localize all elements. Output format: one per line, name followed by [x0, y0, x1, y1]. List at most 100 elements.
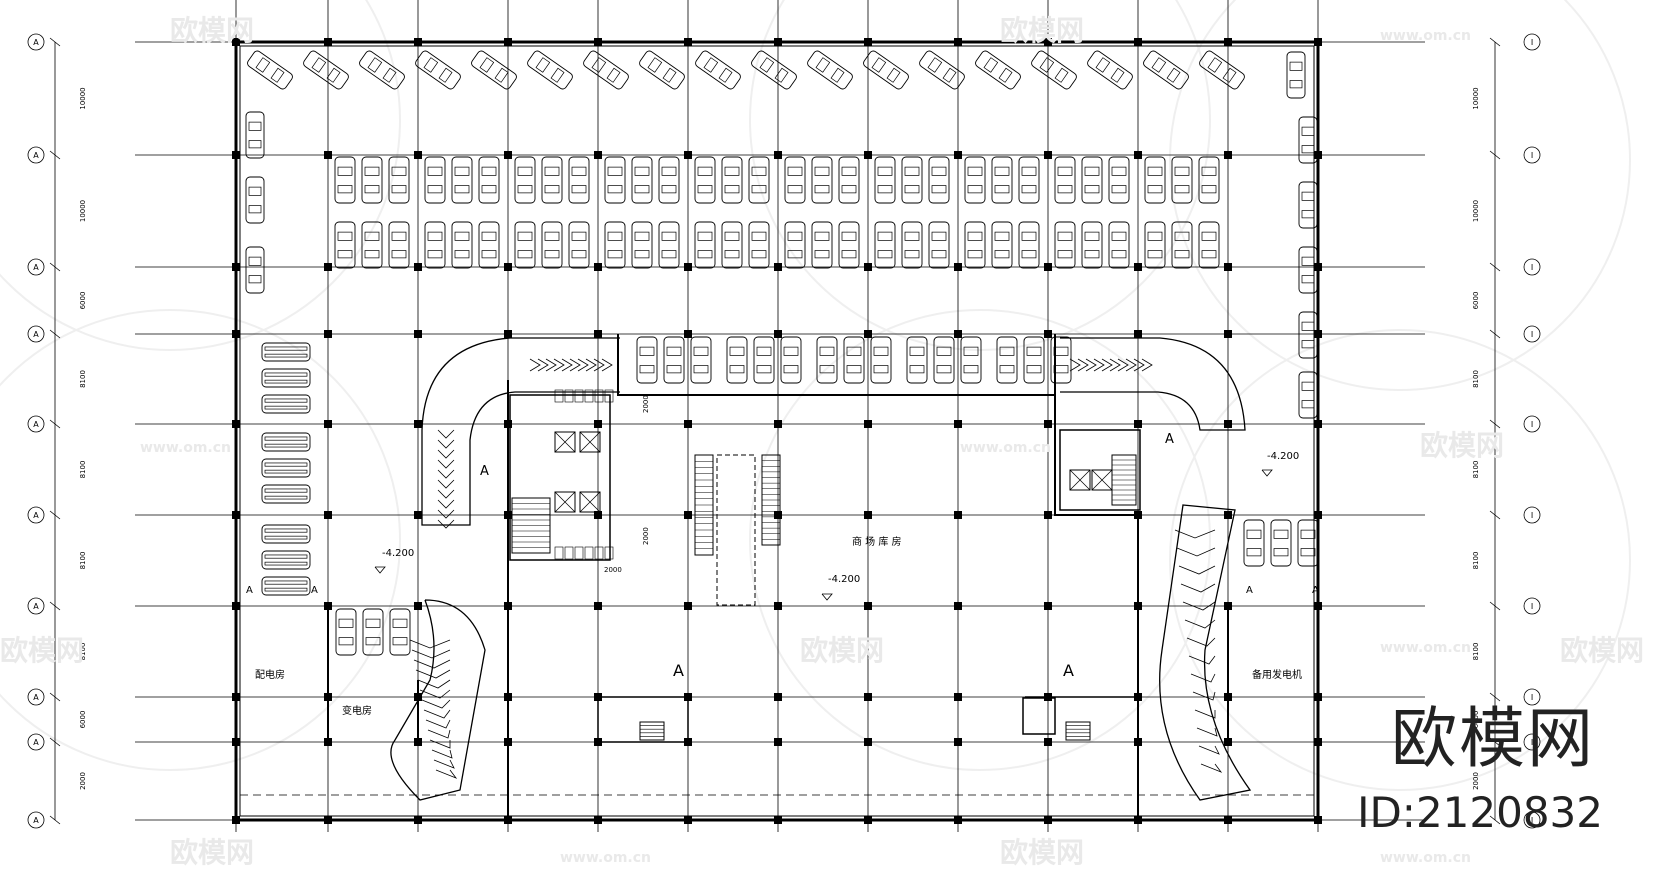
ramp-chevron — [435, 769, 458, 779]
parked-car — [514, 221, 536, 269]
column — [954, 738, 962, 746]
parked-car — [1298, 181, 1318, 229]
parked-car — [690, 336, 712, 384]
section-mark-2: A — [1063, 661, 1074, 680]
parked-car — [261, 458, 311, 478]
parked-car — [1270, 519, 1292, 567]
parked-car — [334, 156, 356, 204]
watermark-text: 欧模网 欧模网 欧模网 欧模网 欧模网 欧模网 欧模网 欧模网 www.om.c… — [0, 14, 1644, 869]
parked-car — [1143, 50, 1189, 90]
ramp-chevron — [553, 358, 565, 372]
parked-car — [1108, 156, 1130, 204]
parked-car — [1054, 156, 1076, 204]
column — [1044, 511, 1052, 519]
watermark-brand-7: 欧模网 — [170, 836, 254, 869]
parked-car — [748, 221, 770, 269]
axis-bubble-left: A — [27, 506, 45, 524]
column — [864, 511, 872, 519]
parked-car — [1286, 51, 1306, 99]
column — [954, 511, 962, 519]
section-mark-6: A — [311, 585, 318, 596]
column — [232, 151, 240, 159]
svg-text:I: I — [1531, 511, 1533, 520]
column — [684, 151, 692, 159]
dim-tick — [1489, 815, 1501, 825]
ramp-chevron — [431, 749, 453, 759]
column — [504, 263, 512, 271]
elevator — [554, 491, 576, 513]
parked-car — [389, 608, 411, 656]
ramp-chevron — [437, 459, 455, 469]
svg-text:A: A — [33, 511, 39, 520]
parked-car — [261, 394, 311, 414]
axis-bubble-left: A — [27, 597, 45, 615]
axis-bubble-left: A — [27, 811, 45, 829]
column — [414, 38, 422, 46]
column — [1134, 420, 1142, 428]
parked-car — [991, 156, 1013, 204]
ramp-chevron — [1109, 358, 1121, 372]
ramp-chevron — [421, 699, 451, 709]
toilet-stall — [564, 546, 574, 560]
parked-car — [1144, 221, 1166, 269]
column — [954, 693, 962, 701]
parked-car — [1298, 371, 1318, 419]
watermark-ring — [749, 309, 1211, 771]
column — [864, 602, 872, 610]
parked-car — [919, 50, 965, 90]
ramp-chevron — [1200, 763, 1223, 773]
ramp-chevron — [1174, 529, 1216, 539]
section-mark-8: A — [1312, 585, 1319, 596]
ramp-chevron — [437, 449, 455, 459]
parked-car — [1199, 50, 1245, 90]
parked-car — [261, 484, 311, 504]
column — [1314, 330, 1322, 338]
watermark-ring — [0, 0, 401, 351]
parked-car — [784, 221, 806, 269]
column — [1224, 263, 1232, 271]
svg-text:A: A — [33, 816, 39, 825]
watermark-url-4: www.om.cn — [1380, 640, 1471, 656]
parking-stalls — [245, 50, 1319, 656]
ramp-chevron — [425, 719, 451, 729]
watermark-id: ID:2120832 — [1357, 788, 1603, 837]
column — [594, 420, 602, 428]
ramp-chevron — [1125, 358, 1137, 372]
toilet-stall — [594, 389, 604, 403]
parked-car — [874, 156, 896, 204]
dim-tick — [1489, 419, 1501, 429]
toilet-stall — [574, 546, 584, 560]
ramp-chevron — [585, 358, 597, 372]
column — [864, 38, 872, 46]
svg-text:I: I — [1531, 738, 1533, 747]
column — [232, 816, 240, 824]
elevator — [1069, 469, 1091, 491]
parked-car — [780, 336, 802, 384]
dim-tick — [49, 150, 61, 160]
axis-bubble-right: I — [1523, 325, 1541, 343]
dim-tick — [1489, 150, 1501, 160]
dim-tick — [49, 692, 61, 702]
escalator-right — [761, 454, 781, 546]
ramp-chevron — [593, 358, 605, 372]
wall — [1054, 395, 1139, 820]
parked-car — [424, 156, 446, 204]
ramp-chevron — [1141, 358, 1153, 372]
toilet-stall — [594, 546, 604, 560]
parked-car — [527, 50, 573, 90]
parked-car — [1243, 519, 1265, 567]
parked-car — [748, 156, 770, 204]
column — [504, 330, 512, 338]
column — [594, 330, 602, 338]
parked-car — [1018, 156, 1040, 204]
column — [414, 511, 422, 519]
ramp-chevron — [417, 679, 451, 689]
ramp-chevron — [601, 358, 613, 372]
watermark-brand-2: 欧模网 — [1000, 14, 1084, 47]
ramp-left-lower — [390, 599, 486, 801]
ramp-chevron — [437, 509, 455, 519]
dim-text-left: 6000 — [79, 711, 87, 729]
dim-text-right: 2000 — [1472, 772, 1480, 790]
parked-car — [261, 368, 311, 388]
column — [1134, 151, 1142, 159]
